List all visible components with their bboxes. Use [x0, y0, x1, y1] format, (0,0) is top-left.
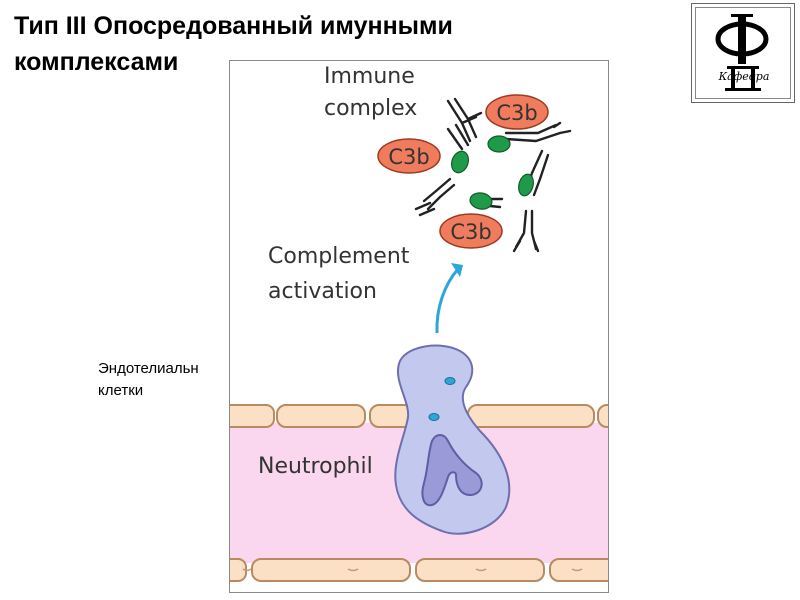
- department-logo: Кафедра: [691, 3, 795, 103]
- logo-caption: Кафедра: [718, 70, 770, 83]
- granule: [428, 413, 440, 421]
- c3b-fragment: C3b: [485, 94, 549, 130]
- neutrophil-nucleus: [421, 434, 483, 507]
- slide-title: Тип III Опосредованный имунными комплекс…: [14, 12, 453, 76]
- immune-complex-label-line2: complex: [324, 96, 417, 121]
- antigens: [450, 135, 534, 210]
- granule: [444, 377, 456, 385]
- c3b-label: C3b: [496, 101, 537, 125]
- arrowhead-icon: [451, 263, 463, 277]
- c3b-fragment: C3b: [377, 138, 441, 174]
- figure-illustration: C3b C3b C3b Immune complex Complement ac…: [230, 64, 608, 582]
- neutrophil-label: Neutrophil: [258, 454, 373, 479]
- type-iii-hypersensitivity-figure: C3b C3b C3b Immune complex Complement ac…: [229, 60, 609, 593]
- department-monogram-icon: Кафедра: [715, 14, 770, 91]
- activation-arrow: [435, 268, 460, 334]
- immune-complex-label-line1: Immune: [324, 64, 415, 89]
- endothelial-cell-marks: [242, 568, 583, 572]
- c3b-label: C3b: [388, 145, 429, 169]
- complement-activation-label-line1: Complement: [268, 244, 410, 269]
- c3b-fragment: C3b: [439, 213, 503, 249]
- endothelial-cells-bottom: [230, 558, 608, 582]
- endothelial-cells-label: Эндотелиальн клетки: [98, 360, 199, 399]
- complement-activation-label-line2: activation: [268, 279, 377, 304]
- c3b-label: C3b: [450, 220, 491, 244]
